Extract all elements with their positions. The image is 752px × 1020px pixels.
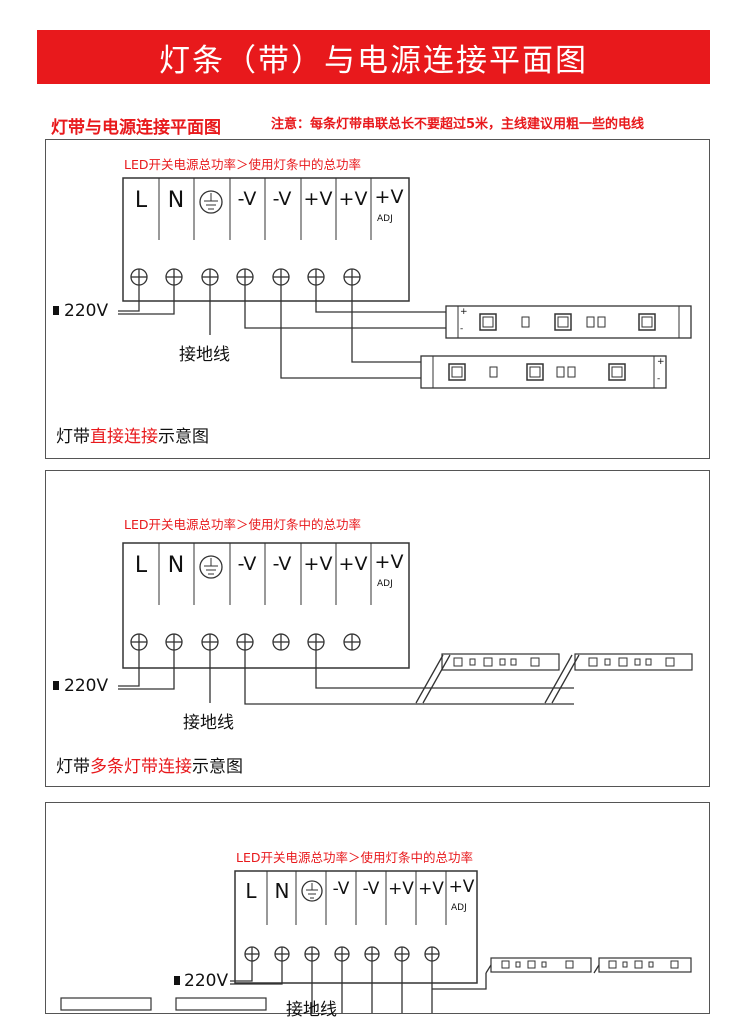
terminal-label-pos-v-2: +V [418,879,444,899]
input-voltage-label: 220V [64,676,109,696]
caption-direct: 灯带直接连接示意图 [56,422,209,447]
ground-symbol-icon [301,880,323,902]
adj-label: ADJ [377,579,393,589]
terminal-label-pos-v-1: +V [388,879,414,899]
led-strip-1 [441,653,560,671]
terminal-label-l: L [134,553,148,578]
caption-prefix: 灯带 [56,427,90,447]
power-supply-body [122,177,410,302]
terminal-label-l: L [245,879,257,903]
terminal-dividers [266,871,447,925]
terminal-label-neg-v-1: -V [332,879,350,899]
wiring-diagram-multi [53,542,693,705]
section-title: 灯带与电源连接平面图 [51,118,221,138]
ground-wire-label: 接地线 [179,345,230,365]
terminal-label-pos-v-2: +V [338,553,368,575]
terminal-label-pos-v-adj: +V [374,186,404,208]
plug-icon [53,681,59,690]
wiring-note: 注意：每条灯带串联总长不要超过5米，主线建议用粗一些的电线 [271,117,645,132]
caption-highlight: 多条灯带连接 [90,757,192,777]
terminal-label-neg-v-2: -V [272,188,292,210]
strip-b-minus: - [657,374,661,384]
caption-prefix: 灯带 [56,757,90,777]
caption-highlight: 直接连接 [90,427,158,447]
led-strip-left-2 [175,997,267,1011]
panel-multi-strip-connection: LED开关电源总功率＞使用灯条中的总功率 [45,470,710,787]
output-wires [311,961,600,1013]
terminal-label-n: N [167,553,185,578]
psu-power-note: LED开关电源总功率＞使用灯条中的总功率 [124,157,361,172]
ac-input-wires [118,285,175,315]
ac-input-wires [118,650,175,690]
terminal-screws [244,946,440,962]
ground-symbol-icon [199,190,223,214]
terminal-label-neg-v-2: -V [272,553,292,575]
strip-b-plus: + [657,357,665,367]
banner-title: 灯条（带）与电源连接平面图 [159,42,588,79]
plug-icon [53,306,59,315]
terminal-label-n: N [167,188,185,213]
panel-direct-connection: LED开关电源总功率＞使用灯条中的总功率 [45,139,710,459]
terminal-label-n: N [274,879,290,903]
led-strip-1 [490,957,592,973]
psu-power-note: LED开关电源总功率＞使用灯条中的总功率 [236,850,473,865]
ac-input-wires [230,961,283,985]
caption-multi: 灯带多条灯带连接示意图 [56,752,243,777]
led-strip-left-1 [60,997,152,1011]
ground-wire-label: 接地线 [183,713,234,733]
adj-label: ADJ [451,903,467,913]
strip-a-plus: + [460,307,468,317]
ground-symbol-icon [199,555,223,579]
panel-third-connection: LED开关电源总功率＞使用灯条中的总功率 [45,802,710,1020]
terminal-label-pos-v-1: +V [303,188,333,210]
wiring-diagram-third [60,870,692,1013]
input-voltage-label: 220V [184,971,229,991]
wiring-diagram-direct [53,177,692,389]
led-strip-2 [598,957,692,973]
psu-power-note: LED开关电源总功率＞使用灯条中的总功率 [124,517,361,532]
terminal-label-pos-v-adj: +V [374,551,404,573]
terminal-screws [130,268,361,286]
plug-icon [174,976,180,985]
terminal-screws [130,633,361,651]
terminal-label-neg-v-2: -V [362,879,380,899]
input-voltage-label: 220V [64,301,109,321]
strip-a-minus: - [460,324,464,334]
caption-suffix: 示意图 [192,757,243,777]
adj-label: ADJ [377,214,393,224]
power-supply-body [122,542,410,669]
bus-wires [244,650,580,705]
terminal-label-pos-v-1: +V [303,553,333,575]
output-wires [244,285,446,379]
led-strip-b [420,355,667,389]
led-strip-a [445,305,692,339]
top-strip [0,0,752,8]
terminal-label-l: L [134,188,148,213]
terminal-dividers [158,178,372,240]
led-strip-2 [574,653,693,671]
page-banner: 灯条（带）与电源连接平面图 [37,30,710,84]
caption-suffix: 示意图 [158,427,209,447]
terminal-label-neg-v-1: -V [237,188,257,210]
terminal-label-neg-v-1: -V [237,553,257,575]
terminal-dividers [158,543,372,605]
ground-wire-label: 接地线 [286,1000,337,1020]
terminal-label-pos-v-2: +V [338,188,368,210]
terminal-label-pos-v-adj: +V [448,877,475,897]
